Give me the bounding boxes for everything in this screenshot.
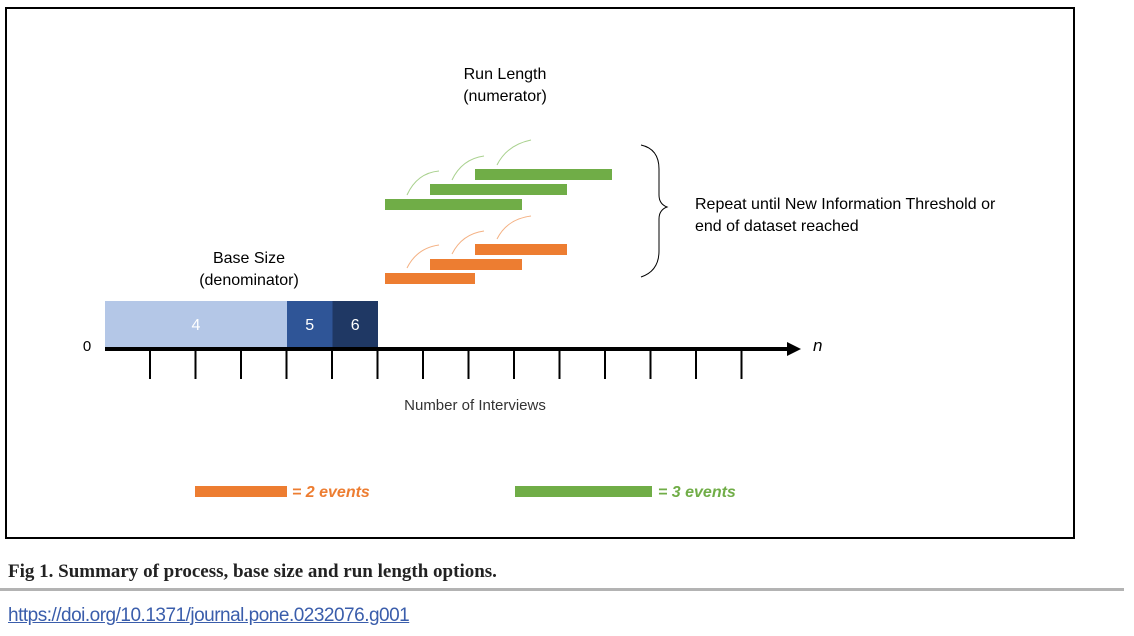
- green-arc-1: [406, 170, 440, 196]
- process-diagram: Run Length (numerator) Repeat: [83, 66, 996, 501]
- doi-link[interactable]: https://doi.org/10.1371/journal.pone.023…: [8, 605, 410, 626]
- green-run-bar-3: [475, 169, 612, 180]
- run-length-title: Run Length: [464, 66, 547, 83]
- repeat-text-line-2: end of dataset reached: [695, 218, 859, 235]
- curly-brace: [640, 144, 669, 278]
- base-segment-label-5: 5: [305, 317, 314, 334]
- run-length-subtitle: (numerator): [463, 88, 547, 105]
- axis-origin-label: 0: [83, 338, 91, 355]
- axis-ticks: [149, 351, 743, 379]
- figure-caption: Fig 1. Summary of process, base size and…: [8, 561, 497, 582]
- figure-frame: Run Length (numerator) Repeat: [5, 7, 1075, 539]
- caption-divider: [0, 588, 1124, 591]
- orange-run-bar-3: [475, 244, 567, 255]
- axis-end-label: n: [813, 336, 822, 355]
- base-segment-label-4: 4: [192, 317, 201, 334]
- orange-run-bars: [385, 244, 567, 284]
- base-segment-4: [105, 301, 287, 347]
- legend: = 2 events = 3 events: [195, 484, 736, 501]
- legend-label-3-events: = 3 events: [658, 484, 736, 501]
- base-segment-5: [287, 301, 333, 347]
- legend-swatch-green: [515, 486, 652, 497]
- green-run-bars: [385, 169, 612, 210]
- repeat-text-line-1: Repeat until New Information Threshold o…: [695, 196, 996, 213]
- base-size-subtitle: (denominator): [199, 272, 299, 289]
- green-shift-arcs: [406, 139, 532, 196]
- green-run-bar-1: [385, 199, 522, 210]
- base-segment-6: [332, 301, 378, 347]
- green-run-bar-2: [430, 184, 567, 195]
- axis-arrowhead: [787, 342, 801, 356]
- orange-run-bar-2: [430, 259, 522, 270]
- orange-arc-1: [406, 244, 440, 269]
- orange-arc-3: [496, 215, 532, 240]
- green-arc-3: [496, 139, 532, 166]
- base-size-segments: 4 5 6: [105, 301, 378, 347]
- base-size-title: Base Size: [213, 250, 285, 267]
- orange-run-bar-1: [385, 273, 475, 284]
- green-arc-2: [451, 155, 485, 181]
- axis-title: Number of Interviews: [404, 397, 546, 414]
- base-segment-label-6: 6: [351, 317, 360, 334]
- orange-shift-arcs: [406, 215, 532, 269]
- legend-label-2-events: = 2 events: [292, 484, 370, 501]
- legend-swatch-orange: [195, 486, 287, 497]
- orange-arc-2: [451, 230, 485, 255]
